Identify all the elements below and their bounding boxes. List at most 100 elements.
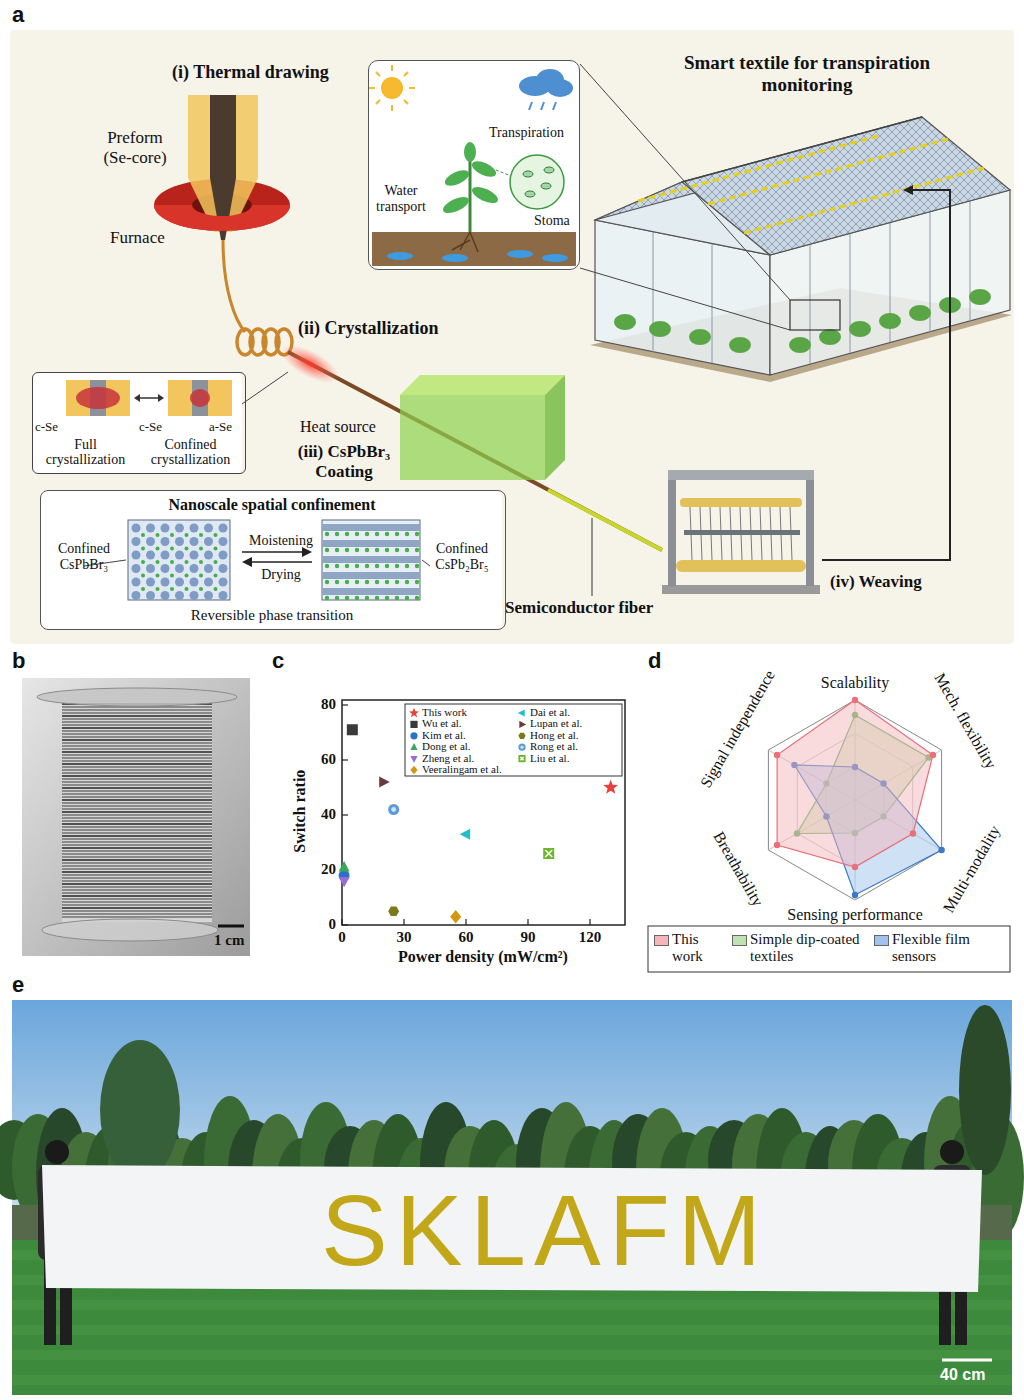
lattice-site <box>204 524 213 533</box>
perovskite-dot <box>415 564 419 568</box>
lattice-site <box>219 591 228 600</box>
perovskite-dot <box>170 547 174 551</box>
fiber-winding <box>62 853 212 854</box>
fiber-winding <box>62 907 212 908</box>
tick-label: 120 <box>570 929 610 946</box>
fiber-winding <box>62 745 212 746</box>
data-marker <box>518 755 525 762</box>
lattice-site <box>175 537 184 546</box>
loom <box>676 560 806 572</box>
spool-core <box>62 700 212 922</box>
greenhouse <box>790 300 840 330</box>
perovskite-dot <box>355 580 359 584</box>
fiber-winding <box>62 817 212 818</box>
crystallization-inset <box>158 394 164 402</box>
radar-series <box>777 700 933 867</box>
panel-a-background <box>10 30 1014 644</box>
lattice-site <box>219 551 228 560</box>
data-marker <box>388 907 399 917</box>
perovskite-dot <box>325 532 329 536</box>
data-marker <box>391 807 396 812</box>
fiber-winding <box>62 874 212 875</box>
axis-name: Scalability <box>805 674 905 692</box>
scale-bar <box>218 925 244 928</box>
perovskite-dot <box>405 564 409 568</box>
perovskite-dot <box>141 574 145 578</box>
tick-label: 0 <box>322 929 362 946</box>
perovskite-dot <box>156 533 160 537</box>
legend-box <box>405 704 622 776</box>
perovskite-dot <box>335 548 339 552</box>
fiber-winding <box>62 820 212 821</box>
tick-label: 20 <box>298 861 336 878</box>
lattice-site <box>175 591 184 600</box>
data-marker <box>410 732 417 739</box>
perovskite-dot <box>355 532 359 536</box>
lattice-site <box>204 551 213 560</box>
plant-illustration <box>544 167 554 173</box>
lattice-site <box>175 564 184 573</box>
fiber-winding <box>62 757 212 758</box>
radar-point <box>910 830 916 836</box>
perovskite-dot <box>199 587 203 591</box>
greenhouse <box>580 268 790 330</box>
fiber-winding <box>62 715 212 716</box>
tree <box>100 1040 180 1180</box>
perovskite-dot <box>214 547 218 551</box>
perovskite-dot <box>365 580 369 584</box>
plant-illustration <box>541 183 551 189</box>
perovskite-dot <box>395 548 399 552</box>
legend-label: Liu et al. <box>530 752 569 765</box>
panel-letter: e <box>12 972 24 997</box>
node-text: Confined CsPbBr₃ <box>41 541 127 573</box>
perovskite-dot <box>375 532 379 536</box>
fiber-winding <box>62 808 212 809</box>
tick-label: 40 <box>298 806 336 823</box>
lattice-site <box>190 591 199 600</box>
radar-point <box>774 842 780 848</box>
perovskite-dot <box>405 548 409 552</box>
fiber-winding <box>62 706 212 707</box>
perovskite-dot <box>199 547 203 551</box>
thermal-drawing <box>154 95 290 240</box>
data-marker <box>543 848 554 859</box>
fiber-winding <box>62 721 212 722</box>
weave-arrow <box>822 190 950 560</box>
perovskite-dot <box>214 587 218 591</box>
tick-mark <box>465 919 466 925</box>
data-marker <box>450 910 461 923</box>
banner-text: SKLAFM <box>200 1180 890 1280</box>
legend-label: Kim et al. <box>422 729 466 742</box>
panel-letter: c <box>272 648 284 673</box>
scale-bar <box>942 1359 992 1362</box>
lattice-site <box>204 591 213 600</box>
perovskite-dot <box>345 532 349 536</box>
node-text: Reversible phase transition <box>41 607 503 624</box>
lattice-site <box>190 524 199 533</box>
radar-point <box>938 847 944 853</box>
perovskite-dot <box>199 533 203 537</box>
grass-stripe <box>12 1325 1012 1335</box>
fiber <box>548 490 662 550</box>
perovskite-dot <box>185 547 189 551</box>
perovskite-dot <box>395 564 399 568</box>
radar-point <box>852 697 858 703</box>
data-marker <box>520 746 523 749</box>
data-marker <box>410 743 417 750</box>
perovskite-dot <box>170 533 174 537</box>
part-label: Heat source <box>300 418 376 436</box>
coating-bath <box>400 395 545 480</box>
person <box>940 1140 964 1164</box>
data-marker <box>603 780 618 794</box>
lattice-site <box>219 564 228 573</box>
lattice-pattern <box>128 520 230 600</box>
tick-mark <box>341 919 342 925</box>
lattice-site <box>146 524 155 533</box>
greenhouse <box>682 117 922 182</box>
node-text: Nanoscale spatial confinement <box>41 496 503 514</box>
radar-point <box>774 752 780 758</box>
perovskite-dot <box>365 596 369 600</box>
legend-swatch <box>874 935 889 946</box>
tick-mark <box>342 704 348 705</box>
